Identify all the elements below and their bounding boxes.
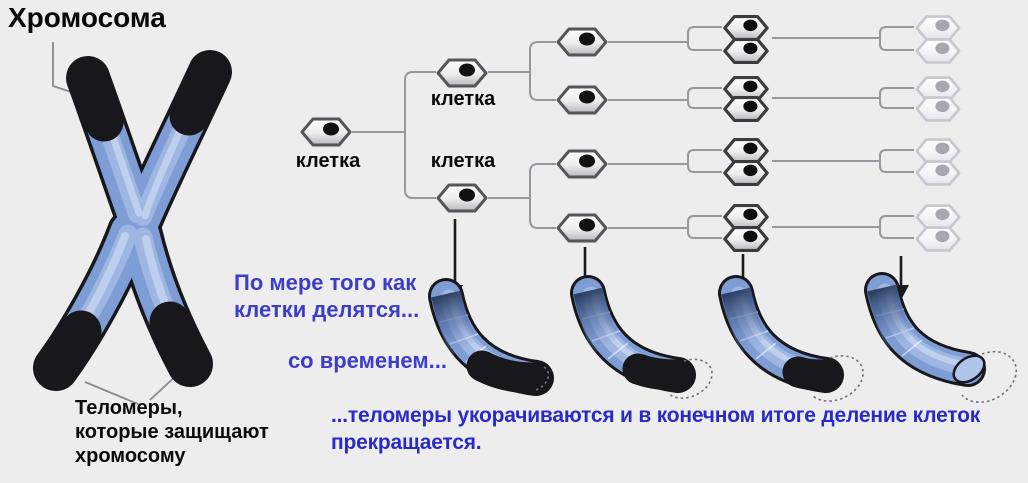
telomere-tip-bottom-right	[149, 301, 211, 385]
caption-cells-divide-line1: По мере того как	[234, 270, 417, 295]
caption-telomeres-shorten: ...теломеры укорачиваются и в конечном и…	[331, 402, 1023, 456]
chromosome-illustration	[33, 42, 232, 405]
telomere-stage-3	[718, 275, 864, 402]
telomere-pointer-left	[84, 381, 139, 405]
cell-gen3-4	[556, 211, 608, 245]
cell-label-gen2-top: клетка	[430, 88, 496, 110]
caption-telomeres-shorten-line2: прекращается.	[331, 431, 482, 454]
telomeres-caption-line3: хромосому	[75, 445, 186, 467]
cell-gen2-bottom	[436, 181, 488, 215]
telomere-tip-stage-1	[466, 350, 552, 394]
telomere-tip-top-right	[169, 52, 230, 136]
cell-gen4-pair4-b	[722, 224, 770, 254]
telomeres-caption-line1: Теломеры,	[75, 397, 183, 419]
telomere-tip-bottom-left	[35, 310, 102, 389]
telomere-tip-stage-3	[782, 356, 842, 391]
cell-gen3-3	[556, 147, 608, 181]
telomeres-caption-line2: которые защищают	[75, 421, 269, 443]
cell-gen5-pair2-b	[914, 94, 962, 124]
cell-gen1	[300, 115, 352, 149]
telomere-tip-stage-2	[622, 353, 694, 391]
cell-gen4-pair1-b	[722, 36, 770, 66]
telomere-tip-top-left	[68, 58, 124, 142]
title-pointer-line	[52, 42, 75, 94]
cell-gen4-pair2-b	[722, 94, 770, 124]
telomere-stage-4	[864, 272, 1018, 403]
cell-gen5-pair3-b	[914, 158, 962, 188]
cell-label-gen1: клетка	[295, 150, 361, 172]
cell-gen3-2	[556, 83, 608, 117]
cell-gen3-1	[556, 25, 608, 59]
chromosome-open-end	[952, 354, 986, 384]
caption-cells-divide-line2: клетки делятся...	[234, 297, 420, 322]
cell-label-gen2-bottom: клетка	[430, 150, 496, 172]
telomeres-caption: Теломеры, которые защищают хромосому	[75, 396, 269, 468]
caption-telomeres-shorten-line1: ...теломеры укорачиваются и в конечном и…	[331, 404, 981, 427]
page-title: Хромосома	[8, 2, 166, 33]
telomere-stage-2	[570, 275, 713, 399]
telomere-stage-1	[428, 278, 554, 396]
caption-over-time: со временем...	[287, 348, 447, 373]
cell-gen5-pair4-b	[914, 224, 962, 254]
caption-cells-divide: По мере того как клетки делятся...	[234, 269, 419, 323]
cell-gen2-top	[436, 56, 488, 90]
cell-gen5-pair1-b	[914, 36, 962, 66]
cell-gen4-pair3-b	[722, 158, 770, 188]
